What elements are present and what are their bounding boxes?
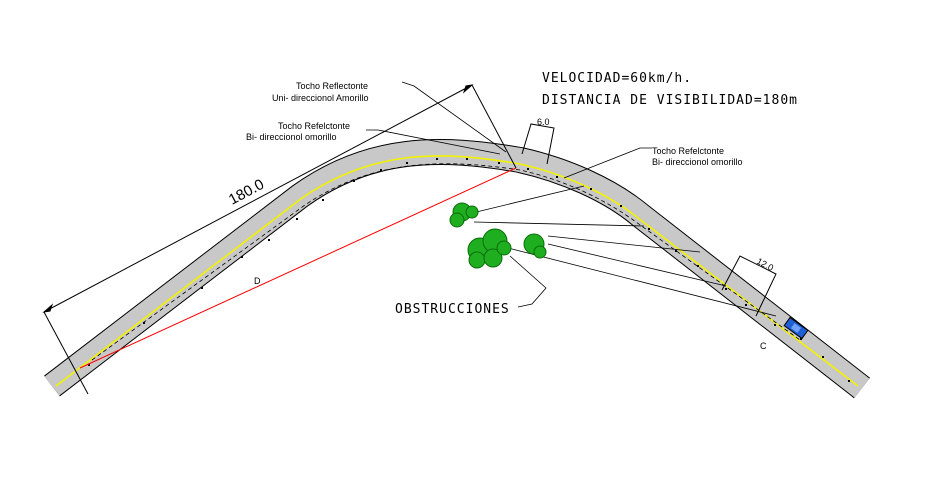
bidirectional-right-label-line2: Bi- direccionol omorillo bbox=[652, 157, 743, 167]
bidirectional-right-label-line1: Tocho Refelctonte bbox=[652, 146, 724, 156]
offset-top-dimension bbox=[521, 123, 555, 165]
leader-obstructions bbox=[509, 255, 547, 308]
obstructions-label: OBSTRUCCIONES bbox=[395, 302, 510, 317]
sight-distance-label: DISTANCIA DE VISIBILIDAD=180m bbox=[542, 93, 798, 108]
offset-top-value: 6.0 bbox=[537, 117, 550, 127]
offset-right-value: 12.0 bbox=[755, 256, 775, 273]
point-d-label: D bbox=[254, 276, 261, 286]
road-centerline bbox=[55, 155, 859, 387]
reflector-markers bbox=[88, 158, 850, 382]
bidirectional-left-label-line2: Bi- direccionol omorillo bbox=[246, 132, 337, 142]
road-fill bbox=[44, 140, 870, 398]
leader-left bbox=[366, 129, 501, 155]
leader-right bbox=[563, 147, 652, 179]
speed-label: VELOCIDAD=60km/h. bbox=[542, 71, 692, 86]
tree-obstructions bbox=[449, 202, 547, 269]
obstruction-rays bbox=[467, 185, 777, 317]
vehicle-icon bbox=[783, 316, 809, 340]
unidirectional-label-line1: Tocho Reflectonte bbox=[296, 81, 368, 91]
road-surface bbox=[44, 139, 870, 399]
point-c-label: C bbox=[760, 341, 767, 351]
offset-right-dimension bbox=[721, 255, 777, 317]
sight-distance-dimension bbox=[42, 84, 517, 395]
bidirectional-left-label-line1: Tocho Refelctonte bbox=[278, 121, 350, 131]
sight-distance-value: 180.0 bbox=[226, 176, 267, 209]
leader-top bbox=[401, 81, 507, 153]
unidirectional-label-line2: Uni- direccionol Amorillo bbox=[272, 93, 369, 103]
offset-line bbox=[91, 163, 801, 361]
sight-line bbox=[79, 167, 517, 369]
